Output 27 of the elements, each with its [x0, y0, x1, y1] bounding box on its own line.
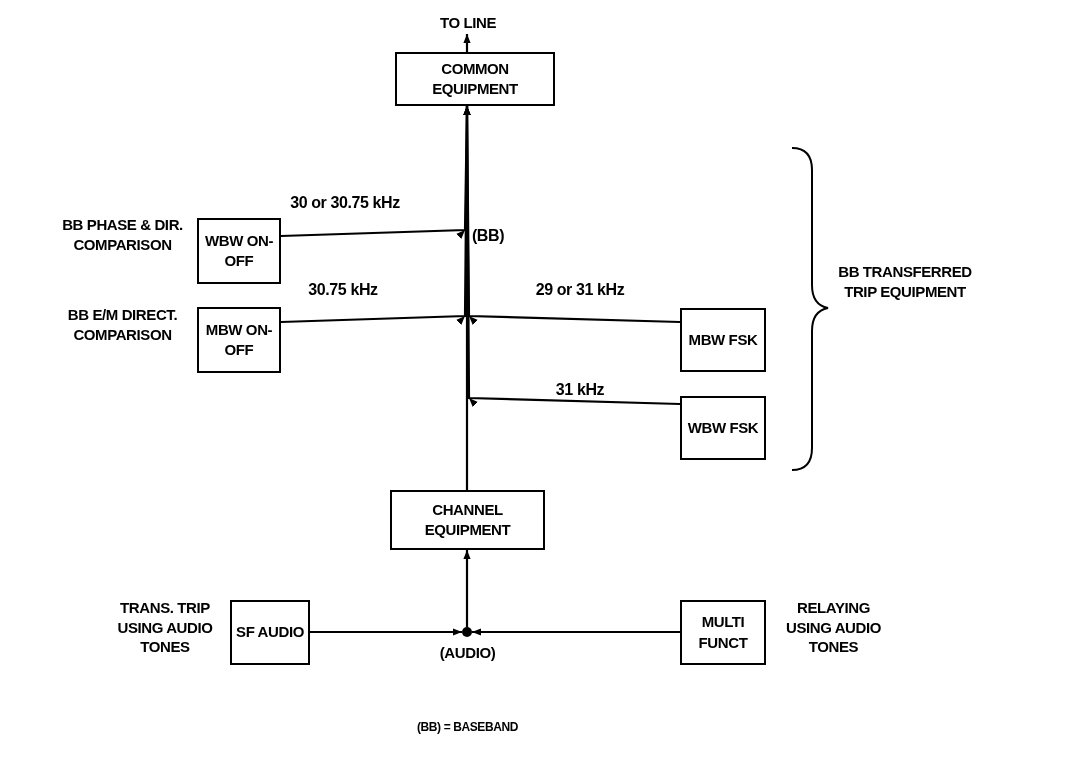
arrow	[463, 34, 471, 52]
side-caption: (AUDIO)	[438, 643, 497, 663]
edge-label: 29 or 31 kHz	[534, 280, 626, 300]
junction-dot	[462, 627, 472, 637]
equipment-box: COMMON EQUIPMENT	[395, 52, 555, 106]
edge-label: (BB)	[470, 226, 506, 246]
arrow	[310, 628, 462, 636]
arrow	[463, 106, 471, 490]
edge-label: 30.75 kHz	[307, 280, 379, 300]
group-label: BB TRANSFERRED TRIP EQUIPMENT	[837, 262, 973, 301]
side-caption: BB PHASE & DIR. COMPARISON	[61, 215, 184, 254]
arrow	[472, 628, 680, 636]
caption: (BB) = BASEBAND	[416, 720, 519, 736]
equipment-box: MULTI FUNCT	[680, 600, 766, 665]
edge-label: 31 kHz	[554, 380, 606, 400]
equipment-box: WBW ON-OFF	[197, 218, 281, 284]
equipment-box: MBW FSK	[680, 308, 766, 372]
edge-label: 30 or 30.75 kHz	[289, 193, 401, 213]
equipment-box: WBW FSK	[680, 396, 766, 460]
output-label: TO LINE	[428, 12, 508, 34]
equipment-box: SF AUDIO	[230, 600, 310, 665]
equipment-box: MBW ON-OFF	[197, 307, 281, 373]
side-caption: RELAYING USING AUDIO TONES	[784, 598, 883, 657]
arrow	[463, 550, 471, 627]
side-caption: BB E/M DIRECT. COMPARISON	[66, 305, 179, 344]
side-caption: TRANS. TRIP USING AUDIO TONES	[116, 598, 214, 657]
equipment-box: CHANNEL EQUIPMENT	[390, 490, 545, 550]
